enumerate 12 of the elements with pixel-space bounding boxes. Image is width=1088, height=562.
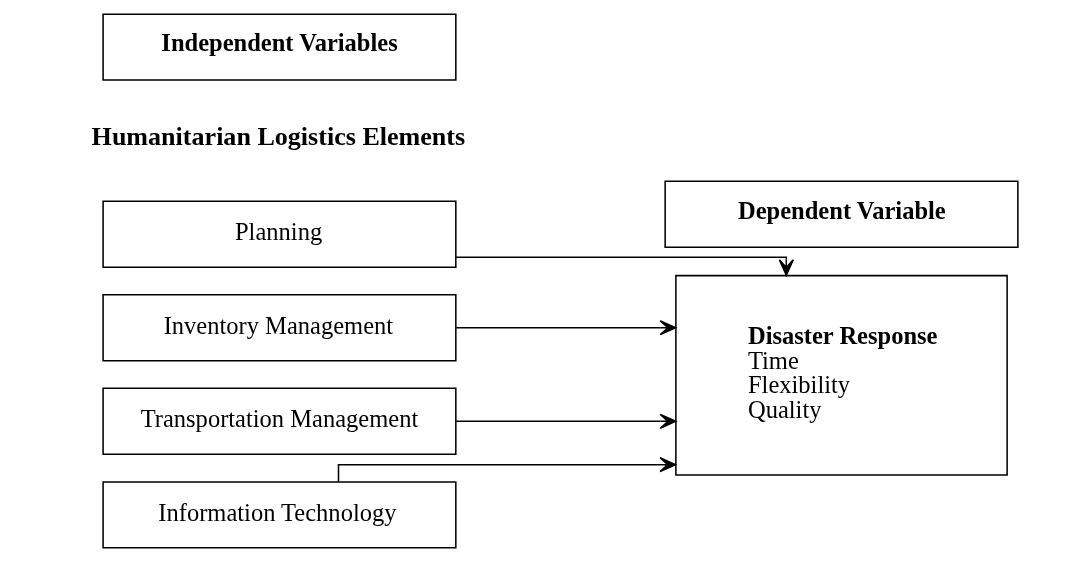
arrow <box>455 413 677 429</box>
arrow <box>455 256 794 276</box>
arrow <box>337 456 677 483</box>
node-box: Dependent Variable <box>664 180 1019 249</box>
arrow <box>455 320 677 336</box>
label: Humanitarian Logistics Elements <box>91 122 466 152</box>
node-box: Disaster Response Time Flexibility Quality <box>675 274 1008 476</box>
node-box: Inventory Management <box>102 294 457 362</box>
node-box: Independent Variables <box>102 13 457 81</box>
node-box: Transportation Management <box>102 387 457 456</box>
node-box: Information Technology <box>102 481 457 549</box>
node-box: Planning <box>102 200 457 268</box>
